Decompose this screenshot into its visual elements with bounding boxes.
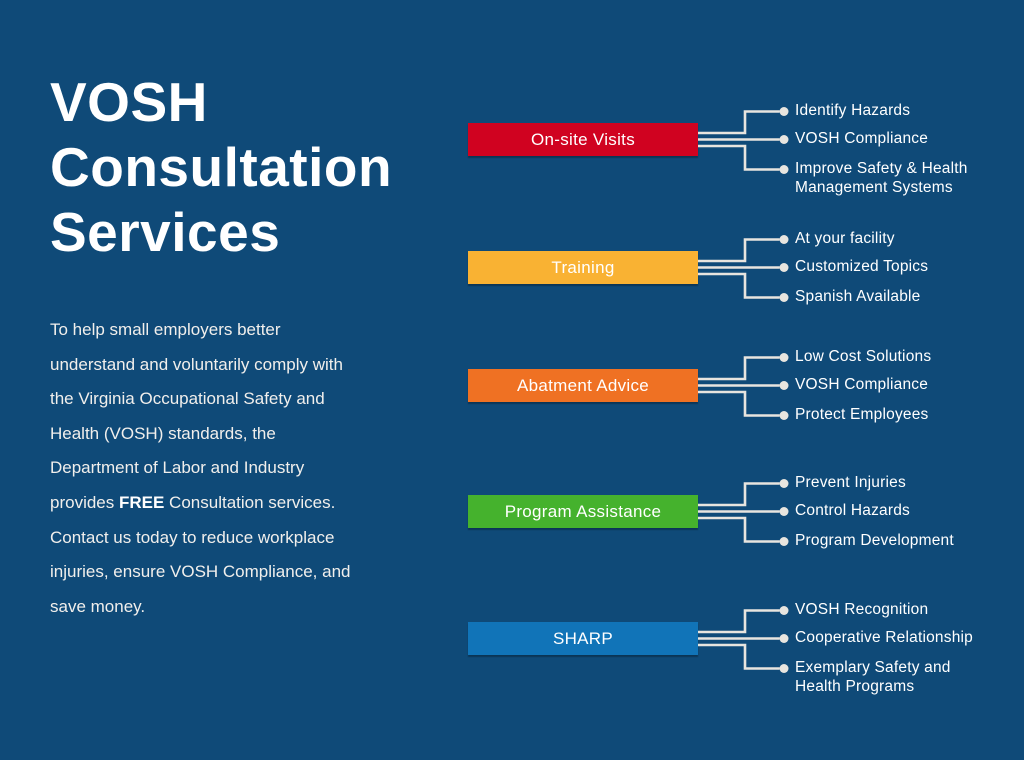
intro-text-part2: Consultation services. Contact us today … — [50, 492, 351, 616]
service-item: Prevent Injuries — [795, 473, 1023, 492]
service-item-label: At your facility — [795, 230, 895, 247]
intro-text-part1: To help small employers better understan… — [50, 320, 343, 512]
service-box-label: SHARP — [552, 628, 614, 648]
service-item: At your facility — [795, 229, 1023, 248]
service-item: Protect Employees — [795, 405, 1023, 424]
service-item-label: VOSH Recognition — [795, 601, 929, 618]
service-item: Low Cost Solutions — [795, 347, 1023, 366]
service-box: SHARP — [468, 622, 698, 655]
service-item: VOSH Recognition — [795, 600, 1023, 619]
service-item-label: Cooperative Relationship — [795, 629, 973, 646]
service-box: Training — [468, 251, 698, 284]
connector-top — [698, 110, 780, 135]
service-item-label: VOSH Compliance — [795, 130, 929, 147]
connector-top — [698, 238, 780, 263]
service-item-label: Improve Safety & Health Management Syste… — [795, 160, 968, 196]
bullet-dot — [779, 165, 789, 174]
service-item: Spanish Available — [795, 287, 1023, 306]
service-item: Customized Topics — [795, 257, 1023, 276]
service-item: Exemplary Safety and Health Programs — [795, 658, 1023, 696]
bullet-dot — [779, 263, 789, 272]
service-group-program-assistance: Program Assistance Prevent Injuries Cont… — [468, 474, 1024, 549]
bullet-dot — [779, 135, 789, 144]
connector-bottom — [698, 144, 780, 171]
service-item: Identify Hazards — [795, 101, 1023, 120]
service-item: Program Development — [795, 531, 1023, 550]
service-box: Abatment Advice — [468, 369, 698, 402]
service-item-label: Spanish Available — [795, 288, 921, 305]
service-item: VOSH Compliance — [795, 129, 1023, 148]
bullet-dot — [779, 353, 789, 362]
bullet-dot — [779, 606, 789, 615]
bullet-dot — [779, 107, 789, 116]
service-item-label: Customized Topics — [795, 258, 929, 275]
bullet-dot — [779, 634, 789, 643]
bullet-dot — [779, 507, 789, 516]
connector-top — [698, 356, 780, 381]
connector-bottom — [698, 516, 780, 543]
connector-lines — [698, 107, 789, 174]
service-box: On-site Visits — [468, 123, 698, 156]
service-box-label: On-site Visits — [530, 129, 636, 149]
service-box-label: Abatment Advice — [516, 375, 650, 395]
service-group-training: Training At your facility Customized Top… — [468, 230, 1024, 305]
service-item: VOSH Compliance — [795, 375, 1023, 394]
bullet-dot — [779, 411, 789, 420]
connector-lines — [698, 606, 789, 673]
connector-bottom — [698, 390, 780, 417]
service-item: Cooperative Relationship — [795, 628, 1023, 647]
bullet-dot — [779, 381, 789, 390]
intro-free-bold: FREE — [118, 492, 165, 512]
service-item-label: Low Cost Solutions — [795, 348, 932, 365]
service-item-label: Prevent Injuries — [795, 474, 906, 491]
bullet-dot — [779, 664, 789, 673]
bullet-dot — [779, 537, 789, 546]
service-group-on-site-visits: On-site Visits Identify Hazards VOSH Com… — [468, 102, 1024, 196]
service-item: Improve Safety & Health Management Syste… — [795, 159, 1023, 197]
service-item-label: VOSH Compliance — [795, 376, 929, 393]
connector-top — [698, 609, 780, 634]
connector-bottom — [698, 643, 780, 670]
connector-lines — [698, 353, 789, 420]
service-item-label: Identify Hazards — [795, 102, 911, 119]
service-group-abatment-advice: Abatment Advice Low Cost Solutions VOSH … — [468, 348, 1024, 423]
service-item-label: Exemplary Safety and Health Programs — [795, 659, 951, 695]
intro-paragraph: To help small employers better understan… — [50, 313, 410, 624]
service-box-label: Program Assistance — [504, 501, 662, 521]
page-title: VOSH Consultation Services — [50, 71, 393, 263]
service-group-sharp: SHARP VOSH Recognition Cooperative Relat… — [468, 601, 1024, 695]
connector-top — [698, 482, 780, 507]
bullet-dot — [779, 479, 789, 488]
connector-lines — [698, 235, 789, 302]
service-box: Program Assistance — [468, 495, 698, 528]
service-item-label: Program Development — [795, 532, 954, 549]
service-item: Control Hazards — [795, 501, 1023, 520]
service-item-label: Control Hazards — [795, 502, 910, 519]
connector-bottom — [698, 272, 780, 299]
bullet-dot — [779, 235, 789, 244]
service-box-label: Training — [551, 257, 615, 277]
bullet-dot — [779, 293, 789, 302]
service-item-label: Protect Employees — [795, 406, 929, 423]
connector-lines — [698, 479, 789, 546]
